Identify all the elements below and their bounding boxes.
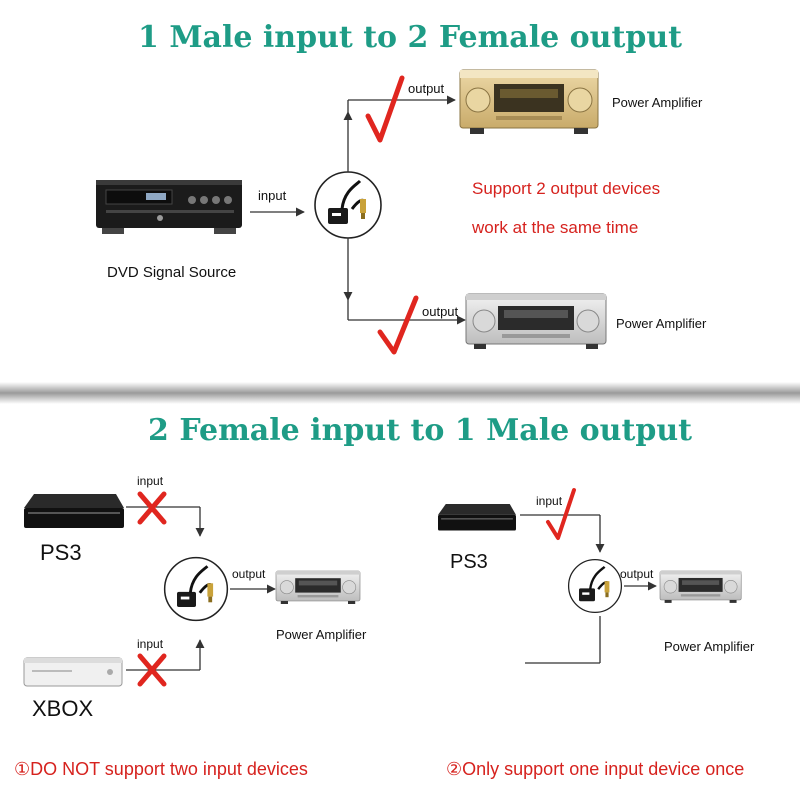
ps3-console-icon: [438, 504, 516, 531]
amp-bottom-label: Power Amplifier: [616, 316, 707, 331]
right-diagram-lines: [520, 514, 657, 664]
support-note-line2: work at the same time: [471, 218, 638, 237]
cross-icon: [137, 653, 167, 687]
output-bottom-label: output: [422, 304, 459, 319]
source-label: DVD Signal Source: [107, 264, 236, 281]
input-top-label: input: [137, 474, 164, 488]
ps3-label: PS3: [40, 540, 82, 565]
cross-icon: [137, 491, 167, 525]
input-bottom-label: input: [137, 637, 164, 651]
bottom-section-title: 2 Female input to 1 Male output: [148, 413, 692, 448]
top-section-title: 1 Male input to 2 Female output: [138, 20, 682, 55]
support-note-line1: Support 2 output devices: [472, 179, 660, 198]
output-top-label: output: [408, 81, 445, 96]
ps3-console-icon: [24, 494, 124, 528]
note-right: ②Only support one input device once: [446, 759, 744, 779]
dvd-player-icon: [96, 180, 242, 234]
ps3-label: PS3: [450, 551, 488, 573]
output-label: output: [232, 567, 266, 581]
check-icon: [377, 295, 419, 355]
amp-label: Power Amplifier: [276, 627, 367, 642]
optical-splitter-icon: [163, 556, 229, 622]
left-diagram-lines: [126, 506, 276, 671]
amplifier-icon: [465, 293, 607, 350]
output-label: output: [620, 567, 654, 581]
check-icon: [365, 75, 405, 143]
optical-splitter-icon: [313, 170, 383, 240]
amp-label: Power Amplifier: [664, 639, 755, 654]
check-icon: [546, 488, 576, 540]
xbox-label: XBOX: [32, 696, 93, 721]
section-divider: [0, 382, 800, 404]
amplifier-icon: [659, 570, 742, 604]
note-left: ①DO NOT support two input devices: [14, 759, 308, 779]
amp-top-label: Power Amplifier: [612, 95, 703, 110]
amplifier-icon: [275, 570, 361, 605]
input-label: input: [258, 188, 287, 203]
input-label: input: [536, 494, 563, 508]
xbox-console-icon: [23, 657, 123, 687]
amplifier-icon: [459, 69, 599, 134]
optical-splitter-icon: [567, 558, 623, 614]
